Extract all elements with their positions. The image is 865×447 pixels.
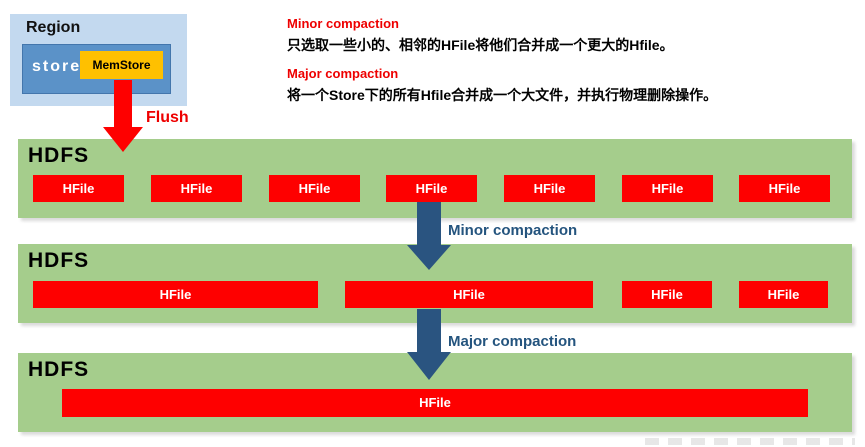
major-compaction-arrow-shaft — [417, 309, 441, 352]
minor-compaction-arrow-shaft — [417, 202, 441, 245]
minor-compaction-arrow-label: Minor compaction — [448, 222, 578, 239]
hfile-box: HFile — [504, 175, 595, 202]
hfile-box: HFile — [62, 389, 808, 417]
hfile-box: HFile — [345, 281, 593, 308]
hfile-box: HFile — [739, 281, 828, 308]
flush-label: Flush — [146, 109, 189, 126]
major-compaction-heading: Major compaction — [287, 66, 399, 81]
hfile-box: HFile — [151, 175, 242, 202]
hfile-box: HFile — [622, 281, 712, 308]
region-box: Region store MemStore — [10, 14, 187, 106]
hfile-box: HFile — [739, 175, 830, 202]
minor-compaction-arrow-head — [407, 245, 451, 270]
major-compaction-description: 将一个Store下的所有Hfile合并成一个大文件，并执行物理删除操作。 — [287, 87, 718, 103]
hfile-box: HFile — [33, 281, 318, 308]
major-compaction-arrow-head — [407, 352, 451, 380]
flush-arrow-shaft — [114, 80, 132, 127]
minor-compaction-heading: Minor compaction — [287, 16, 399, 31]
watermark-remnant — [645, 438, 855, 445]
region-title: Region — [26, 19, 81, 36]
hdfs-label-2: HDFS — [28, 249, 90, 272]
hfile-box: HFile — [33, 175, 124, 202]
hfile-box: HFile — [622, 175, 713, 202]
memstore-box: MemStore — [80, 51, 163, 79]
hdfs-band-1: HDFS HFile HFile HFile HFile HFile HFile… — [18, 139, 852, 218]
store-label: store — [32, 58, 82, 75]
hdfs-label-1: HDFS — [28, 144, 90, 167]
hdfs-label-3: HDFS — [28, 358, 90, 381]
store-box: store MemStore — [22, 44, 171, 94]
minor-compaction-description: 只选取一些小的、相邻的HFile将他们合并成一个更大的Hfile。 — [287, 37, 674, 53]
major-compaction-arrow-label: Major compaction — [448, 333, 577, 350]
hfile-box: HFile — [386, 175, 477, 202]
hfile-box: HFile — [269, 175, 360, 202]
flush-arrow-head — [103, 127, 143, 152]
